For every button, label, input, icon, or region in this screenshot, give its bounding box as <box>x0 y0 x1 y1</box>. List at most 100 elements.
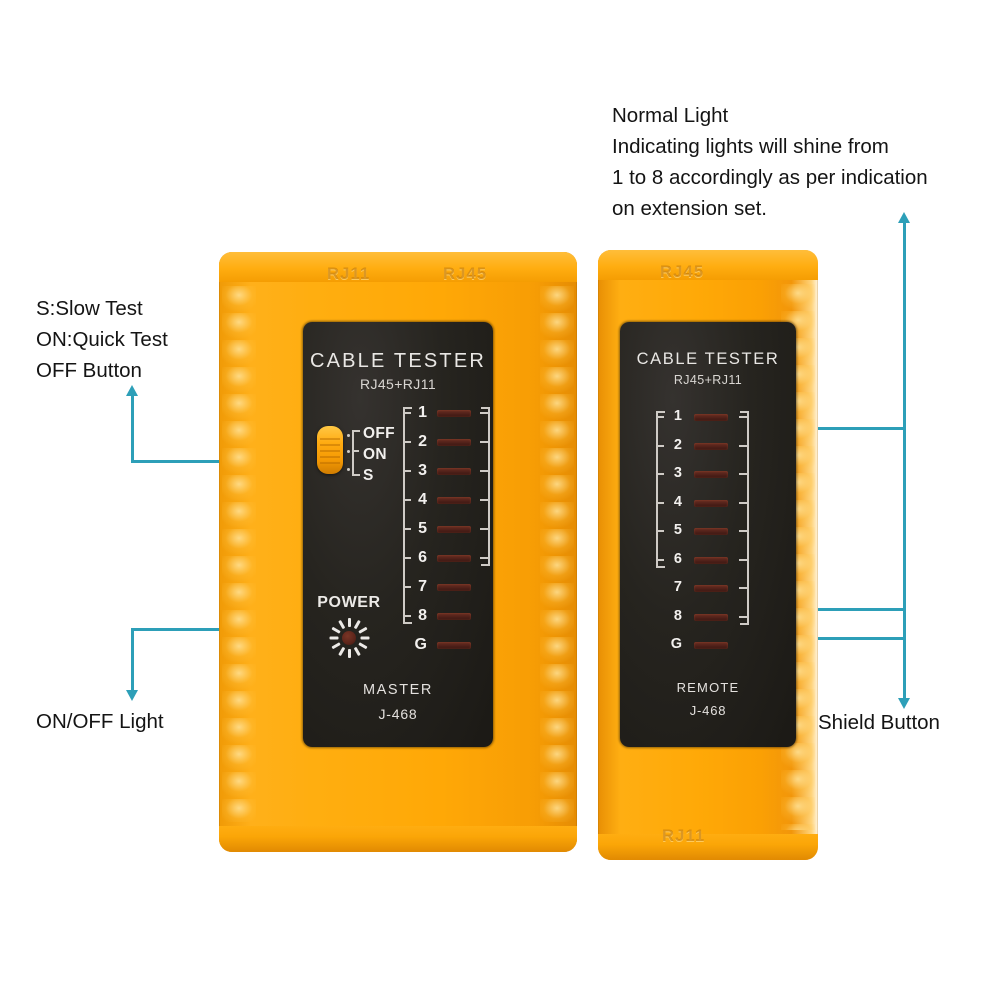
led-indicator-7 <box>694 585 728 592</box>
led-bracket-right-tick <box>739 558 747 561</box>
led-bracket-right-tick <box>480 528 488 530</box>
leader-switch-horizontal <box>131 460 305 463</box>
grip-rib <box>540 691 574 717</box>
led-bracket-right-tick <box>739 587 747 589</box>
power-led-ray <box>353 619 361 630</box>
led-indicator-6 <box>694 556 728 564</box>
led-bracket-left-tick <box>656 558 664 561</box>
led-indicator-8 <box>437 613 471 620</box>
master-bottom-bevel <box>219 826 577 852</box>
grip-rib <box>540 313 574 339</box>
switch-bracket-tick <box>352 450 359 452</box>
grip-rib <box>540 394 574 420</box>
grip-rib <box>540 799 574 822</box>
led-bracket-right <box>740 411 749 625</box>
led-label-3: 3 <box>418 462 427 479</box>
led-label-8: 8 <box>673 607 682 624</box>
grip-rib <box>222 583 256 609</box>
led-indicator-2 <box>437 439 471 446</box>
grip-rib <box>781 284 815 310</box>
grip-rib <box>781 797 815 823</box>
led-bracket-left-tick <box>403 586 411 588</box>
annotation-switch-note: S:Slow Test ON:Quick Test OFF Button <box>36 293 168 386</box>
leader-power-arrow-down <box>126 690 138 701</box>
led-bracket-left <box>403 407 412 624</box>
grip-rib <box>222 556 256 582</box>
master-unit[interactable]: RJ11 RJ45 CABLE TESTER RJ45+RJ11 OFF ON … <box>219 252 577 852</box>
grip-rib <box>222 745 256 771</box>
led-indicator-5 <box>437 526 471 533</box>
led-label-6: 6 <box>418 549 427 566</box>
led-indicator-6 <box>437 555 471 562</box>
led-label-5: 5 <box>418 520 427 537</box>
led-bracket-right-tick <box>480 499 488 501</box>
led-indicator-7 <box>437 584 471 591</box>
led-bracket-left-tick <box>403 499 411 501</box>
led-bracket-left <box>656 411 665 568</box>
grip-rib <box>222 367 256 393</box>
grip-rib <box>540 556 574 582</box>
led-bracket-left-tick <box>403 470 411 472</box>
grip-rib <box>222 340 256 366</box>
master-port-label-rj45: RJ45 <box>443 265 488 283</box>
power-led-ray <box>331 626 341 634</box>
led-bracket-left-tick <box>656 501 664 504</box>
leader-switch-arrow-up <box>126 385 138 396</box>
power-led-ray <box>331 642 341 650</box>
master-power-label: POWER <box>317 594 381 611</box>
grip-rib <box>222 286 256 312</box>
led-indicator-3 <box>694 471 728 478</box>
grip-rib <box>222 664 256 690</box>
led-label-7: 7 <box>673 579 682 595</box>
led-bracket-left-tick <box>656 473 664 475</box>
grip-rib <box>222 610 256 636</box>
led-bracket-right-tick <box>739 501 747 504</box>
led-label-G: G <box>670 636 682 652</box>
power-led-ray <box>358 626 368 634</box>
power-led-ray <box>348 649 351 658</box>
grip-rib <box>540 583 574 609</box>
led-indicator-4 <box>437 497 471 504</box>
led-indicator-3 <box>437 468 471 475</box>
led-label-8: 8 <box>418 607 427 624</box>
master-grip-right <box>540 286 574 822</box>
leader-switch-vertical <box>131 395 134 462</box>
switch-label-on: ON <box>363 446 387 463</box>
led-label-6: 6 <box>673 550 682 567</box>
mode-switch[interactable] <box>317 426 343 474</box>
annotation-normal-light-line-1: Normal Light <box>612 104 729 127</box>
grip-rib <box>540 448 574 474</box>
master-port-label-rj11: RJ11 <box>327 265 371 283</box>
power-led-ray <box>348 618 351 627</box>
grip-rib <box>540 637 574 663</box>
grip-rib <box>540 502 574 528</box>
master-footer-model: J-468 <box>378 706 418 722</box>
led-bracket-right-tick <box>739 444 747 447</box>
led-label-3: 3 <box>673 465 682 481</box>
led-bracket-left-tick <box>403 615 411 617</box>
master-panel-subtitle: RJ45+RJ11 <box>359 376 437 392</box>
leader-power-vertical <box>131 628 134 692</box>
led-indicator-1 <box>437 410 471 417</box>
led-label-4: 4 <box>418 491 427 508</box>
grip-rib <box>540 610 574 636</box>
led-indicator-1 <box>694 414 728 421</box>
led-indicator-8 <box>694 613 728 621</box>
led-bracket-left-tick <box>403 412 411 414</box>
remote-port-label-rj45: RJ45 <box>660 263 705 281</box>
led-bracket-left-tick <box>656 530 664 532</box>
grip-rib <box>781 743 815 769</box>
led-indicator-4 <box>694 499 728 507</box>
power-led-ray <box>360 636 370 640</box>
grip-rib <box>781 770 815 796</box>
remote-top-bevel <box>598 250 818 280</box>
led-bracket-left-tick <box>403 528 411 530</box>
grip-rib <box>222 637 256 663</box>
power-led-ray <box>338 646 346 657</box>
